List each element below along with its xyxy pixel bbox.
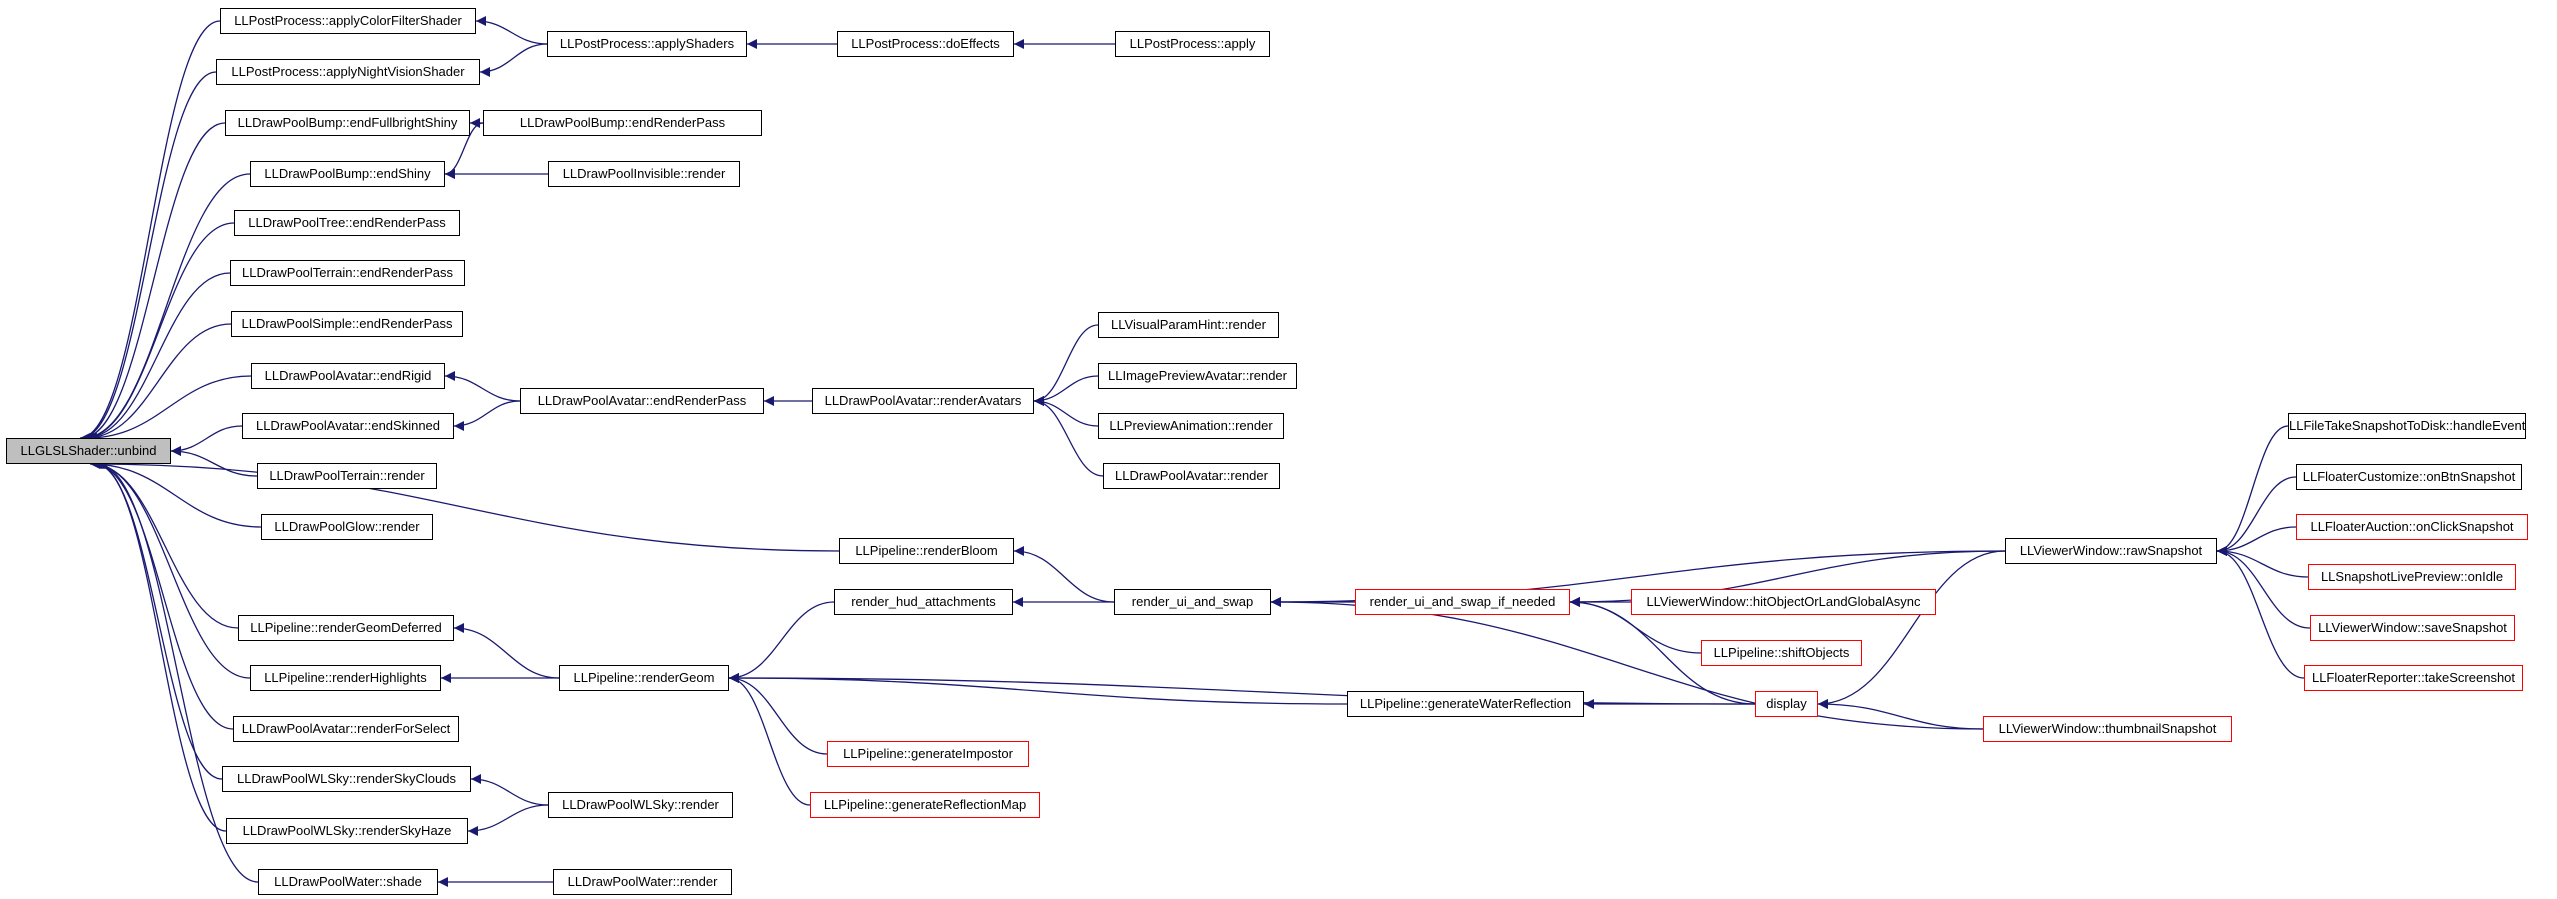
node-terrain-end-render-pass[interactable]: LLDrawPoolTerrain::endRenderPass bbox=[230, 260, 465, 286]
node-render-geom[interactable]: LLPipeline::renderGeom bbox=[559, 665, 729, 691]
node-preview-animation-render[interactable]: LLPreviewAnimation::render bbox=[1098, 413, 1284, 439]
node-visual-param-hint-render[interactable]: LLVisualParamHint::render bbox=[1098, 312, 1279, 338]
node-apply-night-vision-shader[interactable]: LLPostProcess::applyNightVisionShader bbox=[216, 59, 480, 85]
edge-n45-to-n42 bbox=[2216, 476, 2297, 556]
node-customize-on-btn-snapshot[interactable]: LLFloaterCustomize::onBtnSnapshot bbox=[2296, 464, 2522, 490]
edge-n10-to-n0 bbox=[170, 446, 258, 477]
edge-n30-to-n35 bbox=[728, 601, 835, 683]
edge-n7-to-n0 bbox=[85, 323, 232, 443]
edge-n48-to-n42 bbox=[2216, 546, 2311, 629]
node-render-highlights[interactable]: LLPipeline::renderHighlights bbox=[250, 665, 441, 691]
node-bump-end-shiny[interactable]: LLDrawPoolBump::endShiny bbox=[250, 161, 445, 187]
edge-n37-to-n35 bbox=[728, 673, 1756, 705]
node-render-ui-and-swap[interactable]: render_ui_and_swap bbox=[1114, 589, 1271, 615]
node-avatar-end-render-pass[interactable]: LLDrawPoolAvatar::endRenderPass bbox=[520, 388, 764, 414]
edge-n6-to-n0 bbox=[84, 272, 231, 443]
node-avatar-end-skinned[interactable]: LLDrawPoolAvatar::endSkinned bbox=[242, 413, 454, 439]
node-take-screenshot[interactable]: LLFloaterReporter::takeScreenshot bbox=[2304, 665, 2523, 691]
node-save-snapshot[interactable]: LLViewerWindow::saveSnapshot bbox=[2310, 615, 2515, 641]
node-generate-impostor[interactable]: LLPipeline::generateImpostor bbox=[827, 741, 1029, 767]
node-render-hud-attachments[interactable]: render_hud_attachments bbox=[834, 589, 1013, 615]
node-shift-objects[interactable]: LLPipeline::shiftObjects bbox=[1701, 640, 1862, 666]
edge-n17-to-n0 bbox=[97, 459, 259, 883]
edge-n44-to-n42 bbox=[2216, 425, 2289, 556]
edge-n18-to-n2 bbox=[479, 43, 548, 77]
edge-n11-to-n0 bbox=[90, 459, 262, 528]
node-take-snapshot-to-disk[interactable]: LLFileTakeSnapshotToDisk::handleEvent bbox=[2288, 413, 2526, 439]
node-thumbnail-snapshot[interactable]: LLViewerWindow::thumbnailSnapshot bbox=[1983, 716, 2232, 742]
node-water-shade[interactable]: LLDrawPoolWater::shade bbox=[258, 869, 438, 895]
node-avatar-render[interactable]: LLDrawPoolAvatar::render bbox=[1103, 463, 1280, 489]
node-simple-end-render-pass[interactable]: LLDrawPoolSimple::endRenderPass bbox=[231, 311, 463, 337]
node-avatar-render-avatars[interactable]: LLDrawPoolAvatar::renderAvatars bbox=[812, 388, 1034, 414]
edge-n5-to-n0 bbox=[83, 222, 235, 443]
node-avatar-render-for-select[interactable]: LLDrawPoolAvatar::renderForSelect bbox=[233, 716, 459, 742]
node-water-render[interactable]: LLDrawPoolWater::render bbox=[553, 869, 732, 895]
node-bump-end-fullbright-shiny[interactable]: LLDrawPoolBump::endFullbrightShiny bbox=[225, 110, 470, 136]
node-render-geom-deferred[interactable]: LLPipeline::renderGeomDeferred bbox=[238, 615, 454, 641]
edge-n37-to-n32 bbox=[1569, 597, 1756, 705]
node-invisible-render[interactable]: LLDrawPoolInvisible::render bbox=[548, 161, 740, 187]
edge-n3-to-n0 bbox=[81, 122, 226, 443]
node-apply-shaders[interactable]: LLPostProcess::applyShaders bbox=[547, 31, 747, 57]
node-image-preview-avatar-render[interactable]: LLImagePreviewAvatar::render bbox=[1098, 363, 1297, 389]
edge-n31-to-n29 bbox=[1013, 546, 1115, 603]
edge-layer bbox=[79, 16, 2311, 887]
node-wlsky-render-sky-haze[interactable]: LLDrawPoolWLSky::renderSkyHaze bbox=[226, 818, 468, 844]
edge-n23-to-n9 bbox=[453, 400, 521, 431]
edge-n1-to-n0 bbox=[79, 20, 221, 443]
edge-n15-to-n0 bbox=[95, 459, 223, 780]
edge-n18-to-n1 bbox=[475, 16, 548, 45]
edge-n38-to-n35 bbox=[728, 673, 828, 755]
edge-n43-to-n37 bbox=[1817, 699, 1984, 730]
node-glow-render[interactable]: LLDrawPoolGlow::render bbox=[261, 514, 433, 540]
node-tree-end-render-pass[interactable]: LLDrawPoolTree::endRenderPass bbox=[234, 210, 460, 236]
edge-n4-to-n0 bbox=[82, 173, 251, 443]
node-hit-object-or-land-global-async[interactable]: LLViewerWindow::hitObjectOrLandGlobalAsy… bbox=[1631, 589, 1936, 615]
node-generate-water-reflection[interactable]: LLPipeline::generateWaterReflection bbox=[1347, 691, 1584, 717]
node-llglslshader-unbind[interactable]: LLGLSLShader::unbind bbox=[6, 438, 171, 464]
node-apply-color-filter-shader[interactable]: LLPostProcess::applyColorFilterShader bbox=[220, 8, 476, 34]
node-postprocess-apply[interactable]: LLPostProcess::apply bbox=[1115, 31, 1270, 57]
edge-n42-to-n37 bbox=[1817, 550, 2006, 709]
edge-n40-to-n16 bbox=[467, 804, 549, 836]
edge-n13-to-n0 bbox=[93, 459, 251, 679]
edge-n16-to-n0 bbox=[96, 459, 227, 832]
node-snapshot-live-preview-on-idle[interactable]: LLSnapshotLivePreview::onIdle bbox=[2308, 564, 2516, 590]
edge-n40-to-n15 bbox=[470, 774, 549, 806]
edge-n28-to-n24 bbox=[1033, 396, 1104, 477]
edge-n36-to-n35 bbox=[728, 673, 1348, 705]
edge-n8-to-n0 bbox=[86, 375, 252, 443]
node-wlsky-render-sky-clouds[interactable]: LLDrawPoolWLSky::renderSkyClouds bbox=[222, 766, 471, 792]
edge-n27-to-n24 bbox=[1033, 396, 1099, 427]
node-wlsky-render[interactable]: LLDrawPoolWLSky::render bbox=[548, 792, 733, 818]
edge-n29-to-n0 bbox=[90, 459, 840, 552]
edge-n14-to-n0 bbox=[94, 459, 234, 730]
edge-n23-to-n8 bbox=[444, 371, 521, 402]
edge-n49-to-n42 bbox=[2216, 546, 2305, 679]
node-do-effects[interactable]: LLPostProcess::doEffects bbox=[837, 31, 1014, 57]
edge-n9-to-n0 bbox=[170, 425, 243, 456]
node-avatar-end-rigid[interactable]: LLDrawPoolAvatar::endRigid bbox=[251, 363, 445, 389]
node-render-bloom[interactable]: LLPipeline::renderBloom bbox=[839, 538, 1014, 564]
node-raw-snapshot[interactable]: LLViewerWindow::rawSnapshot bbox=[2005, 538, 2217, 564]
edge-n25-to-n24 bbox=[1033, 324, 1099, 406]
edge-n2-to-n0 bbox=[80, 71, 217, 443]
node-terrain-render[interactable]: LLDrawPoolTerrain::render bbox=[257, 463, 437, 489]
node-auction-on-click-snapshot[interactable]: LLFloaterAuction::onClickSnapshot bbox=[2296, 514, 2528, 540]
node-display[interactable]: display bbox=[1755, 691, 1818, 717]
edge-n39-to-n35 bbox=[728, 673, 811, 806]
edge-n35-to-n12 bbox=[453, 623, 560, 679]
node-generate-reflection-map[interactable]: LLPipeline::generateReflectionMap bbox=[810, 792, 1040, 818]
node-bump-end-render-pass[interactable]: LLDrawPoolBump::endRenderPass bbox=[483, 110, 762, 136]
edge-n47-to-n42 bbox=[2216, 546, 2309, 578]
node-render-ui-and-swap-if-needed[interactable]: render_ui_and_swap_if_needed bbox=[1355, 589, 1570, 615]
